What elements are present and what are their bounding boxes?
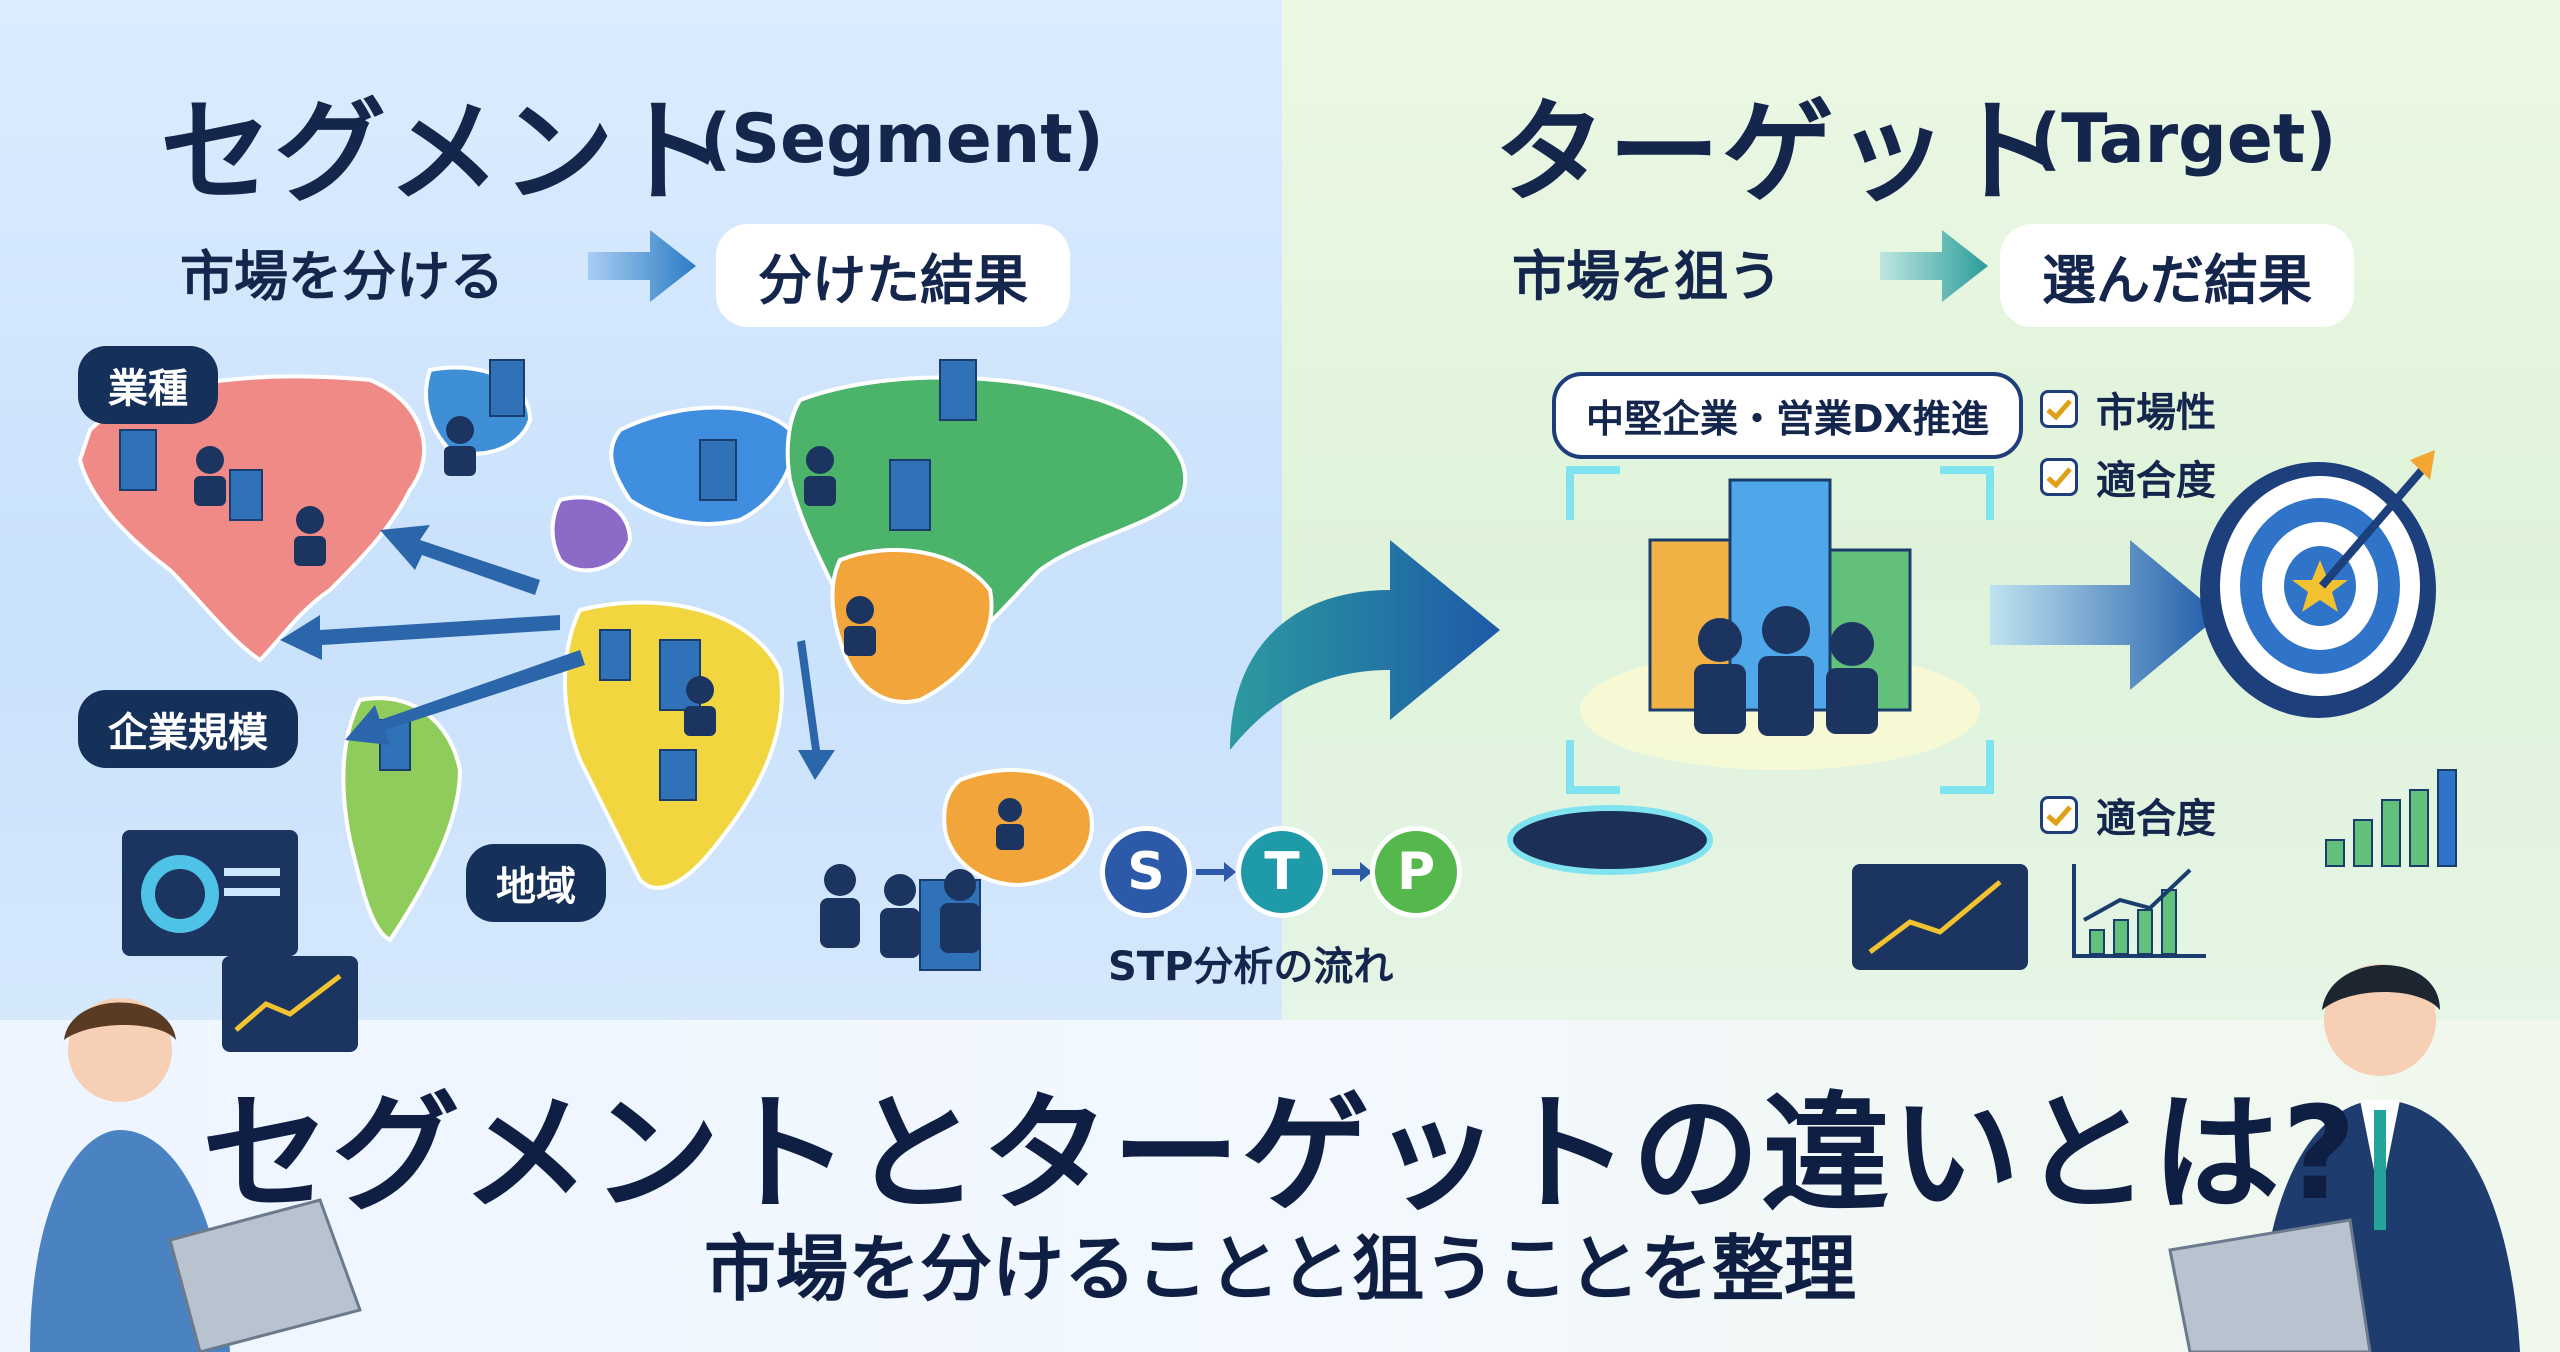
bullseye-target-icon xyxy=(2200,450,2436,718)
businesswoman-illustration xyxy=(30,998,362,1352)
segment-action-text: 市場を分ける xyxy=(180,245,504,308)
checklist-fit-top: 適合度 xyxy=(2040,448,2216,506)
segment-heading-en: (Segment) xyxy=(700,100,1104,179)
checklist-market-label: 市場性 xyxy=(2096,390,2216,436)
region-tag: 地域 xyxy=(466,844,606,922)
checklist-market: 市場性 xyxy=(2040,380,2216,438)
stp-s-circle: S xyxy=(1100,826,1192,918)
title-band xyxy=(0,1020,2560,1352)
target-arrow-icon xyxy=(1990,540,2220,690)
target-heading: ターゲット xyxy=(1494,88,2064,218)
industry-tag: 業種 xyxy=(78,346,218,424)
sub-title: 市場を分けることと狙うことを整理 xyxy=(703,1227,1856,1311)
dashboard-screen-left-icon xyxy=(122,830,298,956)
checklist-fit-bottom-label: 適合度 xyxy=(2096,796,2216,842)
stp-caption: STP分析の流れ xyxy=(1108,944,1394,990)
world-map-illustration xyxy=(77,359,1188,971)
target-company-label: 中堅企業・営業DX推進 xyxy=(1552,372,2023,459)
checkbox-checked-icon xyxy=(2040,458,2078,496)
target-heading-en: (Target) xyxy=(2030,100,2337,179)
target-action-text: 市場を狙う xyxy=(1512,245,1782,308)
company-size-tag: 企業規模 xyxy=(78,690,298,768)
main-title: セグメントとターゲットの違いとは? xyxy=(201,1080,2359,1229)
stp-arrow-2-icon xyxy=(1332,862,1372,882)
trend-chart-icon xyxy=(2072,864,2206,958)
analytics-screen-icon xyxy=(222,956,358,1052)
stp-arrow-1-icon xyxy=(1196,862,1236,882)
segment-heading: セグメント xyxy=(160,88,730,218)
stp-t-circle: T xyxy=(1236,826,1328,918)
checkbox-checked-icon xyxy=(2040,390,2078,428)
target-company-illustration xyxy=(1566,466,1994,794)
target-result-pill: 選んだ結果 xyxy=(2000,224,2354,327)
checkbox-checked-icon xyxy=(2040,796,2078,834)
target-flow-arrow-icon xyxy=(1880,230,1988,302)
disk-platform-icon xyxy=(1507,805,1713,875)
dashboard-screen-icon xyxy=(1852,864,2028,970)
bar-chart-icon xyxy=(2325,769,2457,867)
checklist-fit-top-label: 適合度 xyxy=(2096,458,2216,504)
checklist-fit-bottom: 適合度 xyxy=(2040,786,2216,844)
transition-arrow-icon xyxy=(1230,540,1500,750)
segment-flow-arrow-icon xyxy=(588,230,696,302)
segment-result-pill: 分けた結果 xyxy=(716,224,1070,327)
stp-p-circle: P xyxy=(1370,826,1462,918)
businessman-illustration xyxy=(2168,964,2520,1352)
